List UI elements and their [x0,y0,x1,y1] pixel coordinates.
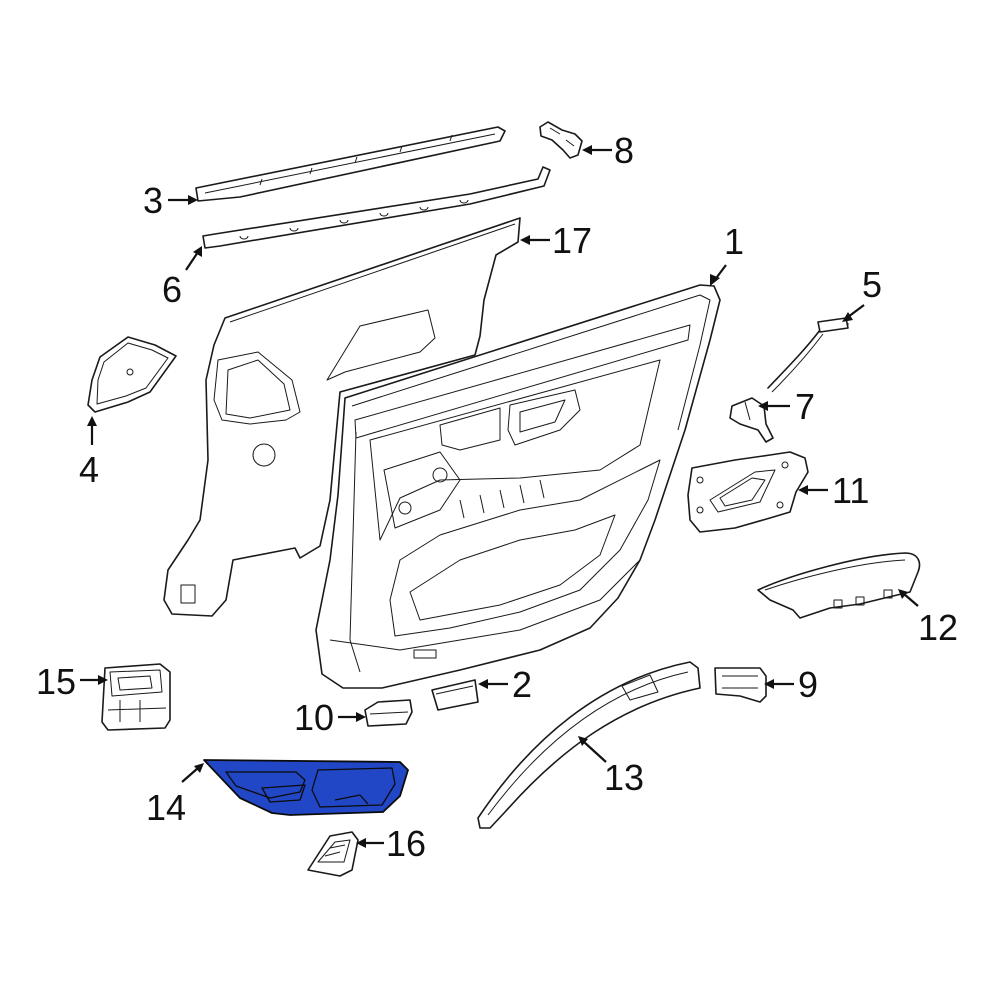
part-10-cover[interactable] [364,699,413,727]
callout-6: 6 [162,269,182,310]
part-16-switch[interactable] [307,831,359,877]
callout-5: 5 [862,264,882,305]
callout-1: 1 [724,221,744,262]
callout-14: 14 [146,787,186,828]
callout-2: 2 [512,664,532,705]
callout-13: 13 [604,757,644,798]
part-17-water-shield[interactable] [163,217,521,617]
part-12-armrest[interactable] [757,552,921,619]
callout-17: 17 [552,220,592,261]
part-1-door-panel[interactable] [315,284,721,689]
part-6-belt-molding[interactable] [202,166,551,249]
part-7-actuator[interactable] [729,397,774,443]
part-5-rod[interactable] [767,317,849,393]
callout-9: 9 [798,664,818,705]
callout-3: 3 [143,180,163,221]
callout-12: 12 [918,607,958,648]
callout-4: 4 [79,449,99,490]
part-13-handle-trim[interactable] [477,661,701,829]
callout-labels: 1 2 3 4 5 6 7 8 9 10 11 12 13 14 15 16 1… [36,130,958,864]
callout-15: 15 [36,661,76,702]
part-15-switch-module[interactable] [101,663,171,731]
callout-11: 11 [832,470,869,511]
part-4-speaker-grille[interactable] [87,336,177,413]
callout-16: 16 [386,823,426,864]
part-3-trim-strip[interactable] [195,126,506,202]
callout-10: 10 [294,697,334,738]
part-14-switch-bezel[interactable] [203,759,409,816]
callout-7: 7 [795,386,815,427]
callout-8: 8 [614,130,634,171]
part-8-connector[interactable] [539,121,583,159]
part-11-latch-bracket[interactable] [687,451,809,533]
part-9-clip[interactable] [714,667,767,703]
part-2-bracket[interactable] [431,679,479,711]
leader-arrows [80,145,919,848]
